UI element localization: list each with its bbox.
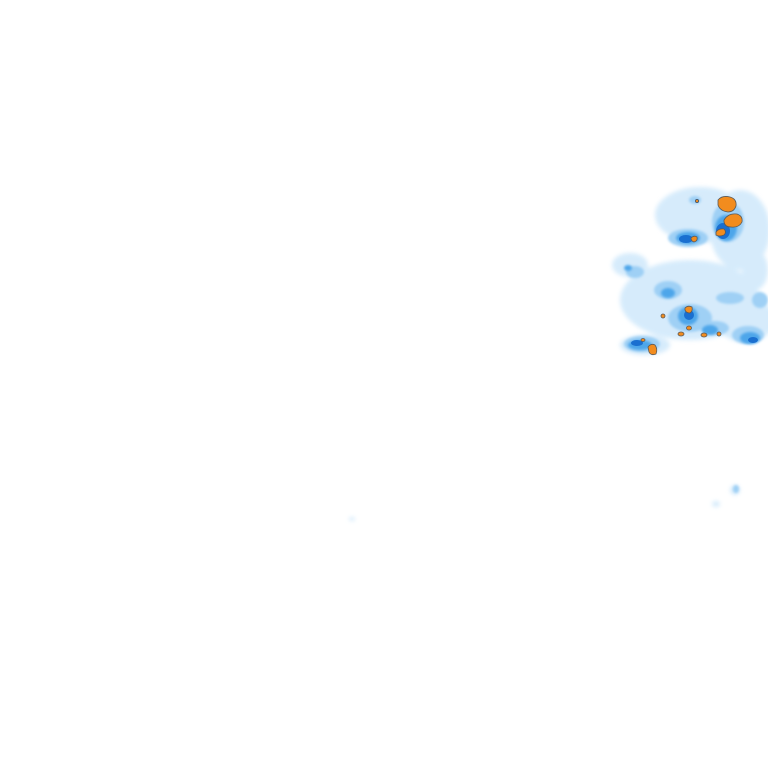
precip-layer-light [624, 196, 768, 493]
intense-cell [723, 213, 743, 228]
intense-cell [717, 196, 737, 213]
intense-cell [640, 338, 646, 342]
intense-cell [686, 325, 692, 331]
precip-layer-intense [640, 196, 743, 356]
intense-cell [677, 331, 685, 337]
intense-cell [660, 313, 666, 319]
intense-cell [700, 332, 708, 338]
intense-cell [690, 235, 698, 243]
intense-cell [684, 305, 693, 314]
intense-cell [647, 343, 658, 356]
intense-cell [715, 228, 726, 237]
intense-cell [695, 199, 699, 203]
intense-cell [716, 331, 722, 337]
